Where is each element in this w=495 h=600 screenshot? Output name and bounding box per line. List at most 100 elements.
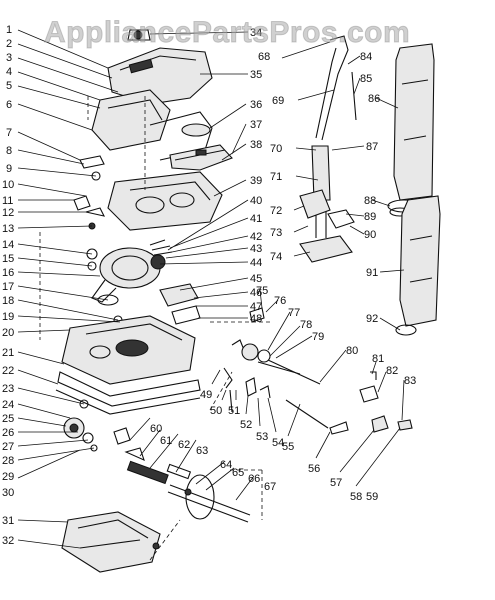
callout-47: 47 xyxy=(250,301,262,313)
outer-bag-part xyxy=(387,43,435,217)
callout-79: 79 xyxy=(312,331,324,343)
inner-bag-part xyxy=(395,195,441,336)
callout-17: 17 xyxy=(2,281,14,293)
callout-83: 83 xyxy=(404,375,416,387)
callout-64: 64 xyxy=(220,459,232,471)
callout-59: 59 xyxy=(366,491,378,503)
callout-14: 14 xyxy=(2,239,14,251)
small-parts-left xyxy=(73,155,106,230)
callout-81: 81 xyxy=(372,353,384,365)
callout-11: 11 xyxy=(2,195,13,207)
callout-66: 66 xyxy=(248,473,260,485)
callout-62: 62 xyxy=(178,439,190,451)
callout-71: 71 xyxy=(270,171,282,183)
callout-85: 85 xyxy=(360,73,372,85)
base-housing-part xyxy=(55,315,201,415)
callout-12: 12 xyxy=(2,207,14,219)
wheel-parts xyxy=(63,399,98,452)
callout-42: 42 xyxy=(250,231,262,243)
callout-21: 21 xyxy=(2,347,14,359)
callout-89: 89 xyxy=(364,211,376,223)
callout-9: 9 xyxy=(6,163,12,175)
callout-82: 82 xyxy=(386,365,398,377)
callout-8: 8 xyxy=(6,145,12,157)
callout-2: 2 xyxy=(6,38,12,50)
callout-72: 72 xyxy=(270,205,282,217)
callout-43: 43 xyxy=(250,243,262,255)
callout-37: 37 xyxy=(250,119,262,131)
callout-57: 57 xyxy=(330,477,342,489)
callout-77: 77 xyxy=(288,307,300,319)
callout-19: 19 xyxy=(2,311,14,323)
callout-18: 18 xyxy=(2,295,14,307)
callout-38: 38 xyxy=(250,139,262,151)
callout-73: 73 xyxy=(270,227,282,239)
callout-16: 16 xyxy=(2,267,14,279)
leader-lines xyxy=(17,29,405,549)
callout-76: 76 xyxy=(274,295,286,307)
callout-5: 5 xyxy=(6,80,12,92)
callout-30: 30 xyxy=(2,487,14,499)
callout-32: 32 xyxy=(2,535,14,547)
callout-87: 87 xyxy=(366,141,378,153)
callout-1: 1 xyxy=(6,24,12,36)
callout-29: 29 xyxy=(2,471,14,483)
watermark: AppliancePartsPros.com xyxy=(43,16,411,50)
callout-50: 50 xyxy=(210,405,222,417)
callout-35: 35 xyxy=(250,69,262,81)
callout-86: 86 xyxy=(368,93,380,105)
callout-78: 78 xyxy=(300,319,312,331)
callout-58: 58 xyxy=(350,491,362,503)
callout-69: 69 xyxy=(272,95,284,107)
handle-part xyxy=(299,35,357,263)
callout-46: 46 xyxy=(250,287,262,299)
callout-23: 23 xyxy=(2,383,14,395)
callout-48: 48 xyxy=(250,313,262,325)
callout-75: 75 xyxy=(256,285,268,297)
callout-63: 63 xyxy=(196,445,208,457)
callout-74: 74 xyxy=(270,251,282,263)
callout-28: 28 xyxy=(2,455,14,467)
callout-36: 36 xyxy=(250,99,262,111)
callout-88: 88 xyxy=(364,195,376,207)
callout-44: 44 xyxy=(250,257,262,269)
callout-49: 49 xyxy=(200,389,212,401)
callout-60: 60 xyxy=(150,423,162,435)
callout-10: 10 xyxy=(2,179,14,191)
top-cover-part xyxy=(107,29,213,105)
callout-34: 34 xyxy=(250,27,262,39)
callout-55: 55 xyxy=(282,441,294,453)
callout-26: 26 xyxy=(2,427,14,439)
bottom-plate-part xyxy=(61,511,161,573)
callout-3: 3 xyxy=(6,52,12,64)
callout-68: 68 xyxy=(258,51,270,63)
callout-40: 40 xyxy=(250,195,262,207)
motor-assembly-part xyxy=(86,239,201,325)
callout-52: 52 xyxy=(240,419,252,431)
callout-91: 91 xyxy=(366,267,378,279)
callout-39: 39 xyxy=(250,175,262,187)
callout-61: 61 xyxy=(160,435,172,447)
callout-27: 27 xyxy=(2,441,14,453)
callout-65: 65 xyxy=(232,467,244,479)
callout-84: 84 xyxy=(360,51,372,63)
callout-22: 22 xyxy=(2,365,14,377)
brushroll-parts xyxy=(113,427,251,523)
upper-shell-part xyxy=(107,171,223,231)
callout-67: 67 xyxy=(264,481,276,493)
callout-13: 13 xyxy=(2,223,14,235)
callout-31: 31 xyxy=(2,515,14,527)
callout-20: 20 xyxy=(2,327,14,339)
callout-25: 25 xyxy=(2,413,14,425)
callout-6: 6 xyxy=(6,99,12,111)
callout-56: 56 xyxy=(308,463,320,475)
callout-80: 80 xyxy=(346,345,358,357)
callout-54: 54 xyxy=(272,437,284,449)
callout-70: 70 xyxy=(270,143,282,155)
callout-41: 41 xyxy=(250,213,262,225)
callout-4: 4 xyxy=(6,66,12,78)
bracket-parts xyxy=(223,307,413,435)
callout-92: 92 xyxy=(366,313,378,325)
